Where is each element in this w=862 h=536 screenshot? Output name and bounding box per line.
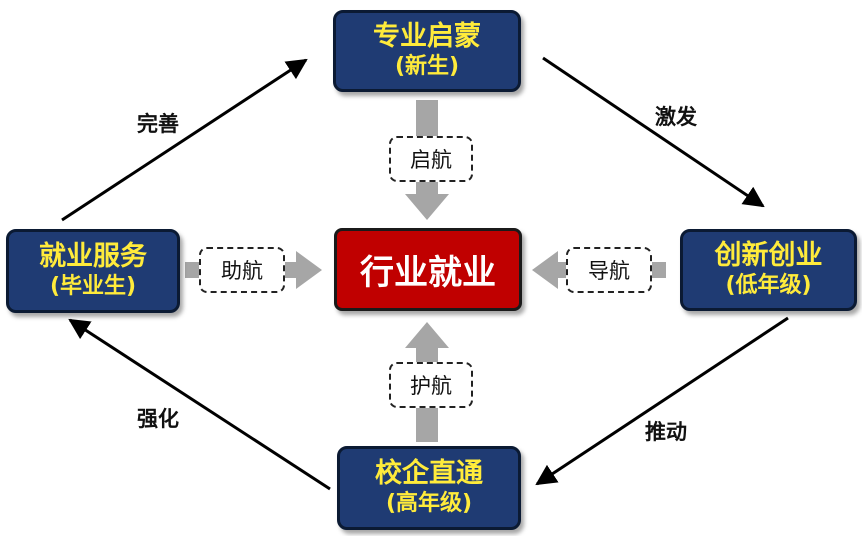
node-title: 创新创业 bbox=[714, 240, 823, 271]
node-title: 就业服务 bbox=[39, 241, 147, 272]
node-employment-service: 就业服务 (毕业生) bbox=[6, 229, 180, 313]
label-tuidong: 推动 bbox=[645, 420, 687, 444]
node-title: 校企直通 bbox=[375, 458, 483, 489]
node-subtitle: (新生) bbox=[394, 54, 460, 79]
node-industry-employment: 行业就业 bbox=[334, 228, 522, 311]
label-jifa: 激发 bbox=[655, 105, 697, 129]
arrow-bottom-to-left bbox=[68, 318, 331, 491]
tag-huhang: 护航 bbox=[389, 362, 473, 408]
node-professional-enlightenment: 专业启蒙 (新生) bbox=[333, 10, 521, 92]
arrow-top-to-right bbox=[542, 56, 765, 208]
tag-qihang: 启航 bbox=[389, 136, 473, 182]
node-school-enterprise: 校企直通 (高年级) bbox=[337, 446, 521, 530]
node-subtitle: (低年级) bbox=[725, 273, 812, 298]
label-qianghua: 强化 bbox=[137, 407, 179, 431]
node-subtitle: (高年级) bbox=[385, 491, 473, 516]
node-innovation-entrepreneurship: 创新创业 (低年级) bbox=[680, 229, 857, 311]
node-title: 专业启蒙 bbox=[373, 21, 481, 52]
tag-zhuhang: 助航 bbox=[199, 247, 285, 293]
tag-daohang: 导航 bbox=[566, 247, 652, 293]
arrow-left-to-top bbox=[61, 58, 308, 222]
label-wanshan: 完善 bbox=[137, 112, 179, 136]
node-subtitle: (毕业生) bbox=[49, 274, 137, 299]
arrow-right-to-bottom bbox=[535, 316, 789, 486]
